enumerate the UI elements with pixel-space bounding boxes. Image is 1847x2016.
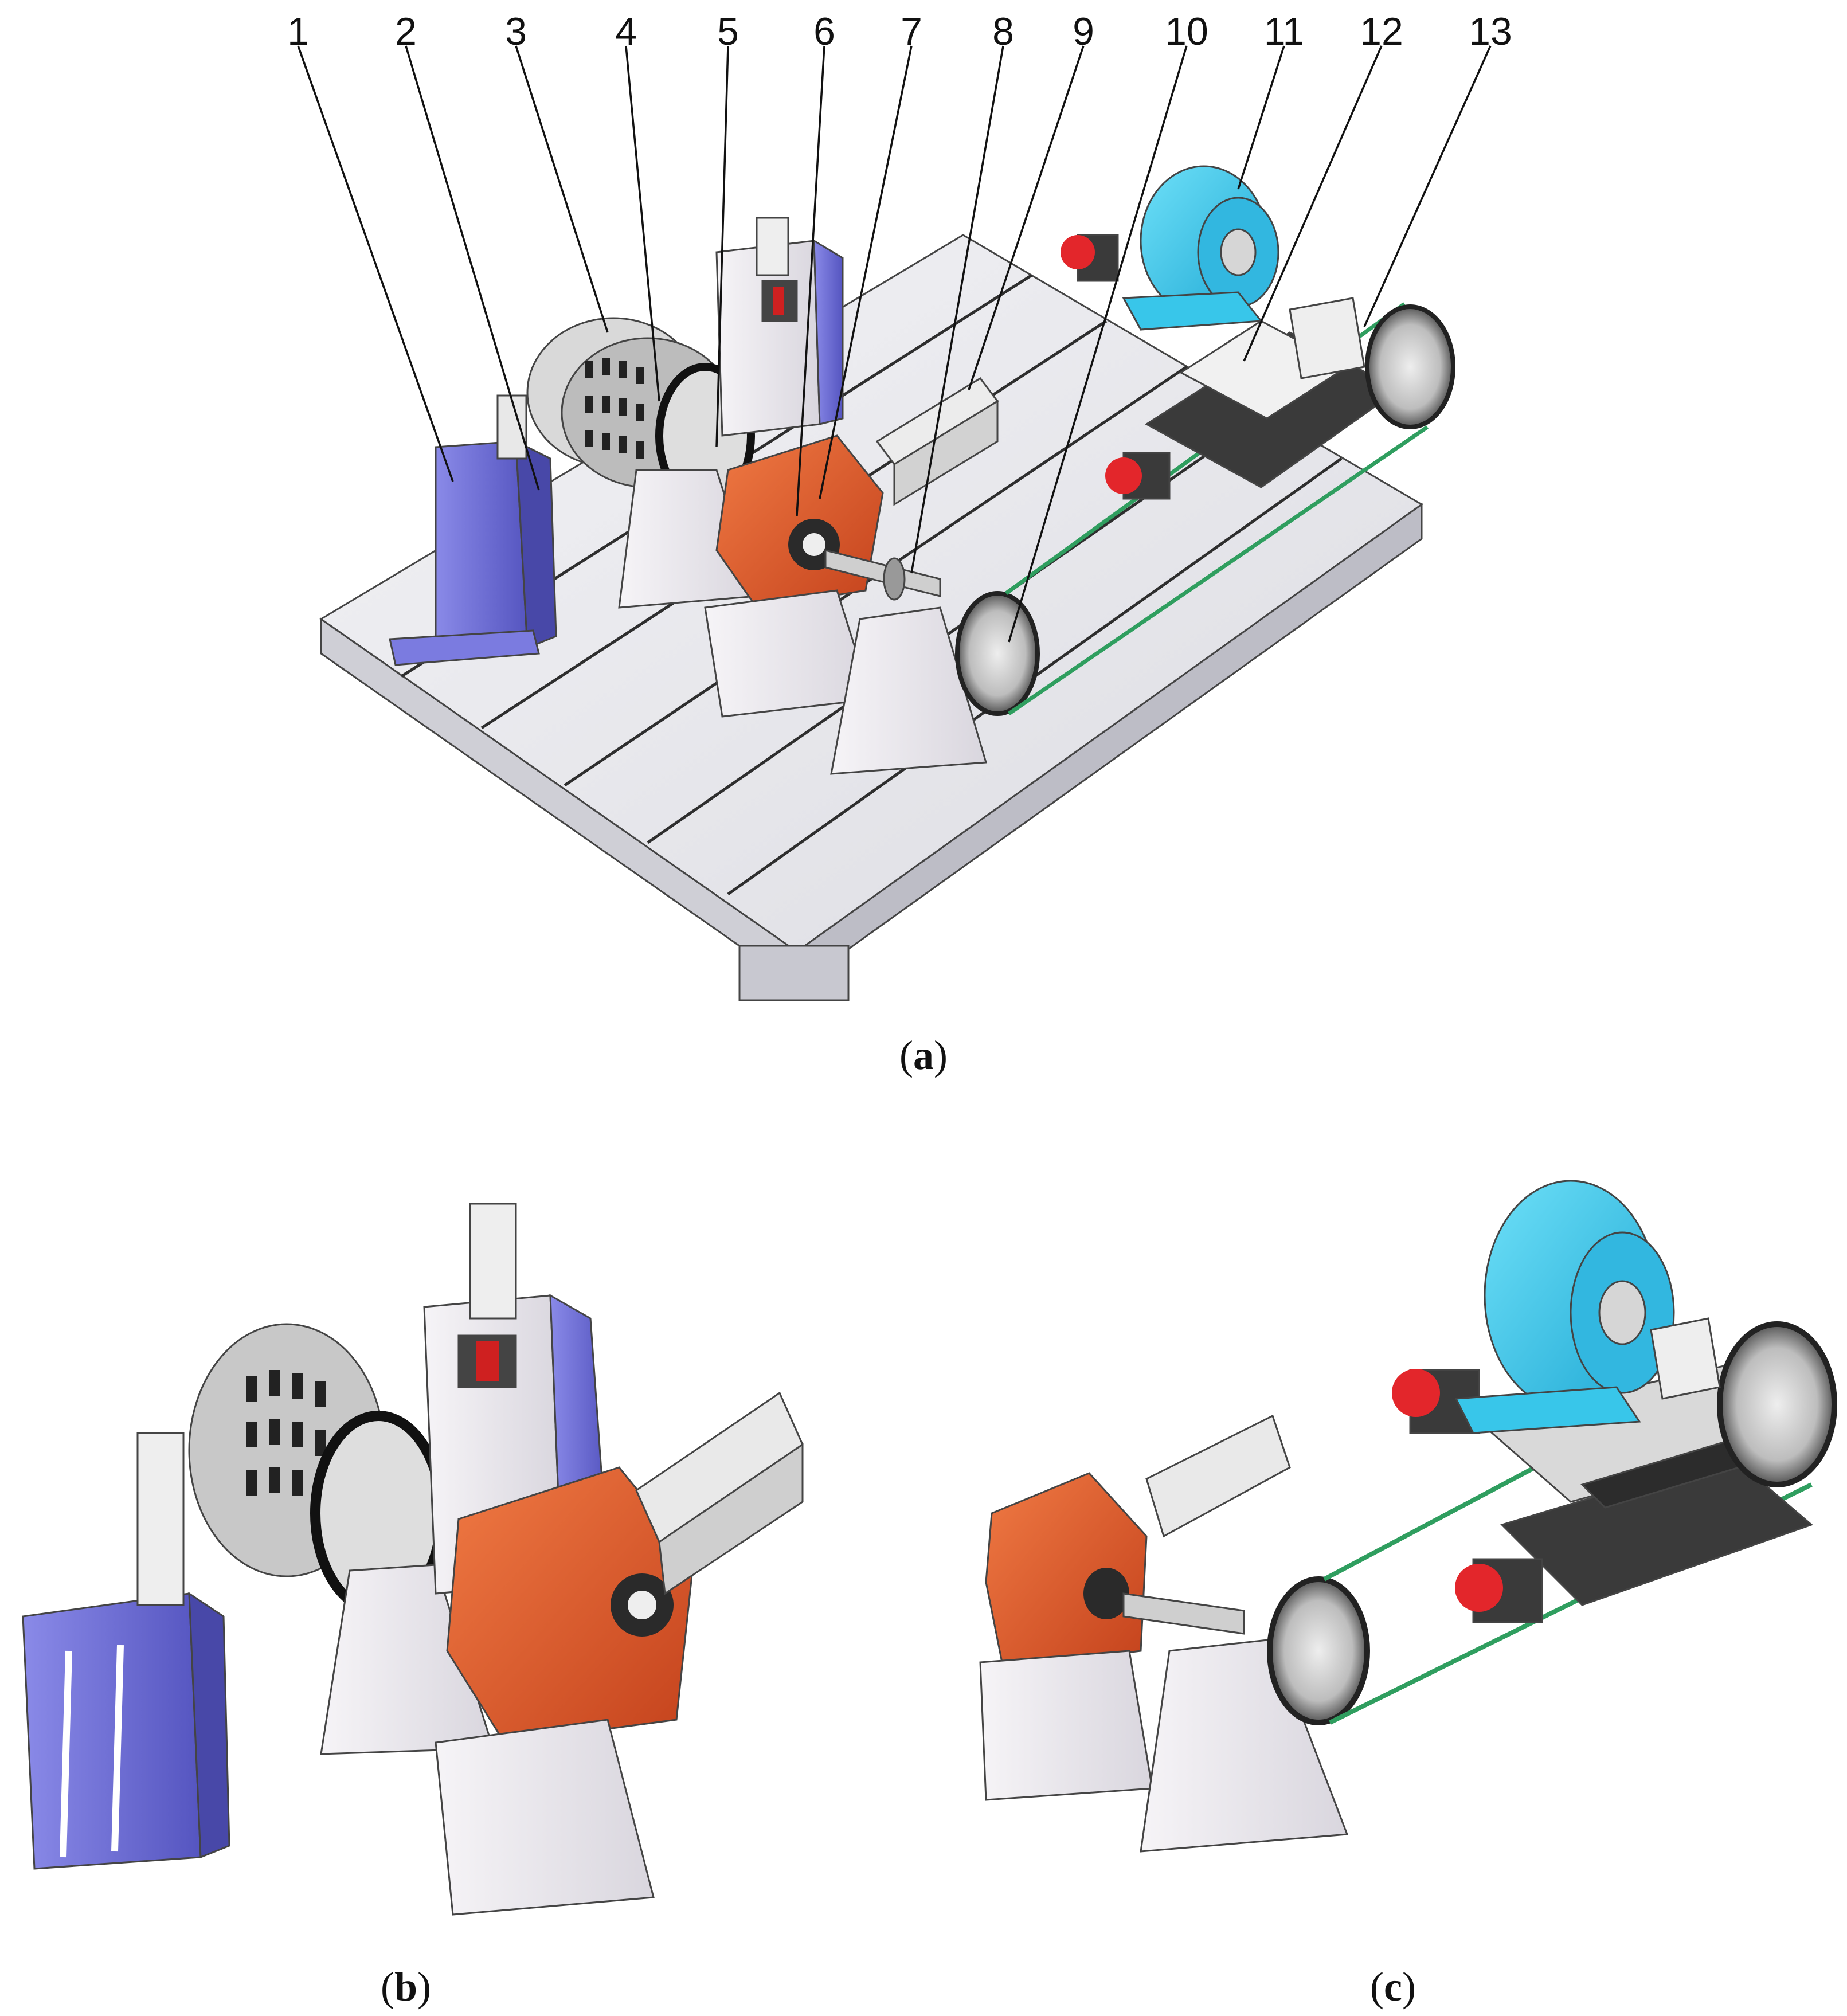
pulley-pedestal — [830, 606, 987, 775]
panel-c-drive-side — [979, 1180, 1837, 1853]
c-gearbox-output — [1083, 1568, 1129, 1619]
b-blue-rib-2 — [111, 1645, 124, 1852]
drive-shaft — [824, 549, 941, 601]
generator — [1122, 165, 1279, 331]
rear-pulley-support — [1289, 297, 1365, 379]
upper-loading-column — [715, 217, 844, 437]
c-red-motor-lower-cap — [1455, 1564, 1503, 1612]
callout-2: 2 — [395, 10, 417, 53]
caption-a-letter: a — [913, 1032, 934, 1078]
callout-8: 8 — [992, 10, 1014, 53]
caption-a: (a) — [899, 1032, 948, 1078]
rear-pulley — [1365, 304, 1455, 429]
red-motor-lower-cap — [1105, 457, 1142, 494]
c-rear-pulley — [1717, 1321, 1837, 1487]
c-pulley-pedestal — [1140, 1638, 1349, 1853]
blue-support — [389, 440, 557, 666]
b-lift-cylinder — [136, 1432, 185, 1606]
base-foot — [738, 945, 850, 1001]
panel-b-loading-side — [22, 1203, 804, 1916]
callout-1: 1 — [287, 10, 309, 53]
callout-6: 6 — [813, 10, 835, 53]
c-front-pulley — [1267, 1576, 1370, 1725]
callout-9: 9 — [1073, 10, 1094, 53]
red-motor-upper-cap — [1061, 235, 1095, 269]
b-blue-support-side — [188, 1592, 230, 1859]
callout-13: 13 — [1469, 10, 1512, 53]
c-generator-base — [1454, 1386, 1641, 1434]
caption-c-letter: c — [1384, 1964, 1402, 2010]
caption-b-letter: b — [394, 1964, 417, 2010]
callout-7: 7 — [901, 10, 922, 53]
c-drive-shaft — [1122, 1592, 1245, 1635]
caption-b: (b) — [381, 1964, 431, 2010]
b-gearbox-output-bore — [628, 1591, 656, 1619]
b-gearbox-frame — [435, 1719, 655, 1916]
b-column-red-mark — [476, 1341, 499, 1381]
panel-a-assembly: 1 2 3 4 5 6 7 8 9 10 11 12 13 — [287, 10, 1512, 1001]
c-servo-motor — [1145, 1414, 1291, 1538]
c-rear-support — [1650, 1317, 1721, 1400]
callout-5: 5 — [717, 10, 739, 53]
c-gearbox-frame — [979, 1650, 1153, 1801]
callout-numbers: 1 2 3 4 5 6 7 8 9 10 11 12 13 — [287, 10, 1512, 53]
b-servo-motor-side — [658, 1443, 804, 1595]
b-blue-support — [22, 1592, 202, 1870]
b-column-cylinder — [469, 1203, 517, 1320]
caption-c: (c) — [1370, 1964, 1416, 2010]
c-gearbox — [985, 1472, 1148, 1669]
b-blue-rib-1 — [60, 1650, 72, 1858]
callout-3: 3 — [505, 10, 527, 53]
callout-10: 10 — [1165, 10, 1208, 53]
c-red-motor-upper-cap — [1392, 1369, 1440, 1417]
front-pulley — [955, 591, 1040, 716]
lift-cylinder-left — [496, 394, 527, 460]
callout-leaders — [297, 45, 1492, 643]
b-gearbox — [446, 1466, 695, 1744]
c-generator-hub — [1598, 1280, 1646, 1345]
callout-4: 4 — [615, 10, 637, 53]
callout-12: 12 — [1360, 10, 1403, 53]
callout-11: 11 — [1264, 10, 1305, 53]
